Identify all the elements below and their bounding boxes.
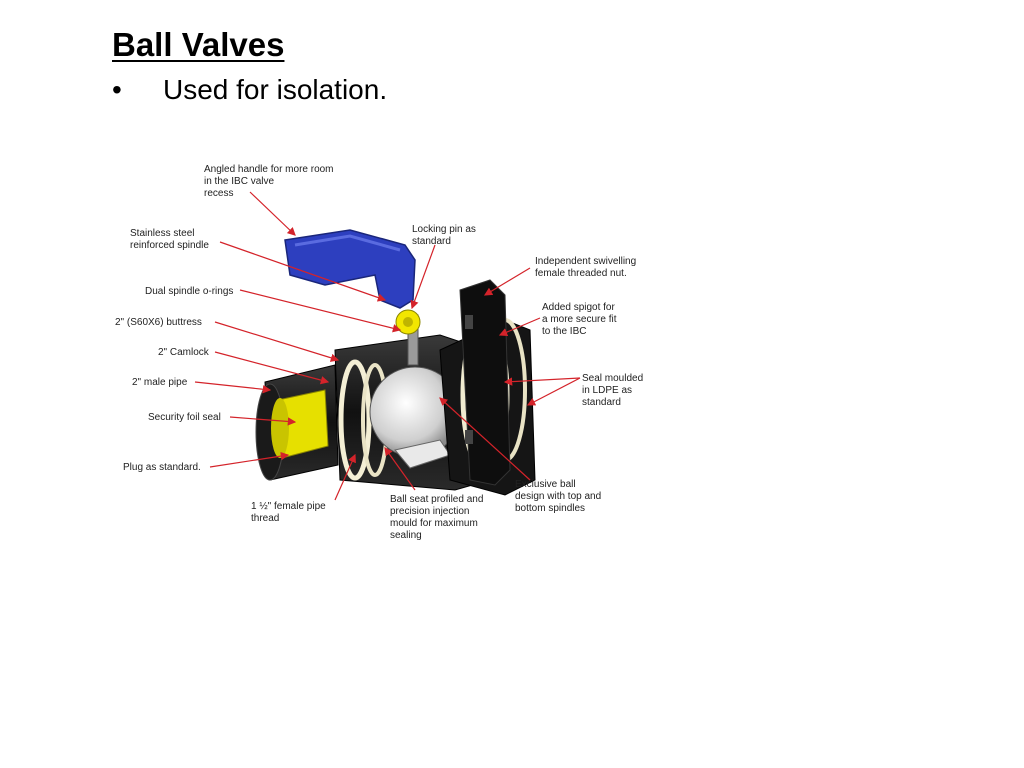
valve-cutaway-illustration: Angled handle for more room in the IBC v… [115,164,646,541]
label-ball-seat: Ball seat profiled and precision injecti… [390,494,486,541]
label-female-thread: 1 ½" female pipe thread [251,501,329,524]
callout-arrows [194,191,581,501]
label-security-foil: Security foil seal [148,412,221,423]
label-angled-handle: Angled handle for more room in the IBC v… [204,164,336,199]
valve-body [255,229,536,496]
valve-handle [284,229,416,309]
label-camlock: 2" Camlock [158,347,210,358]
label-stainless-spindle: Stainless steel reinforced spindle [130,228,209,251]
bullet-marker: • [112,74,122,105]
bullet-text: Used for isolation. [163,74,388,105]
label-dual-orings: Dual spindle o-rings [145,286,233,297]
seal-ring-left [338,359,372,481]
label-seal-ldpe: Seal moulded in LDPE as standard [582,373,646,408]
slide-title: Ball Valves [112,26,285,63]
label-plug: Plug as standard. [123,462,201,473]
label-buttress: 2" (S60X6) buttress [115,317,202,328]
ball-valve-diagram: Angled handle for more room in the IBC v… [110,150,670,550]
label-locking-pin: Locking pin as standard [412,224,479,247]
label-swivel-nut: Independent swivelling female threaded n… [535,256,639,279]
label-male-pipe: 2" male pipe [132,377,188,388]
label-added-spigot: Added spigot for a more secure fit to th… [542,302,619,337]
label-exclusive-ball: Exclusive ball design with top and botto… [515,479,604,514]
bullet-item: • Used for isolation. [112,74,387,106]
